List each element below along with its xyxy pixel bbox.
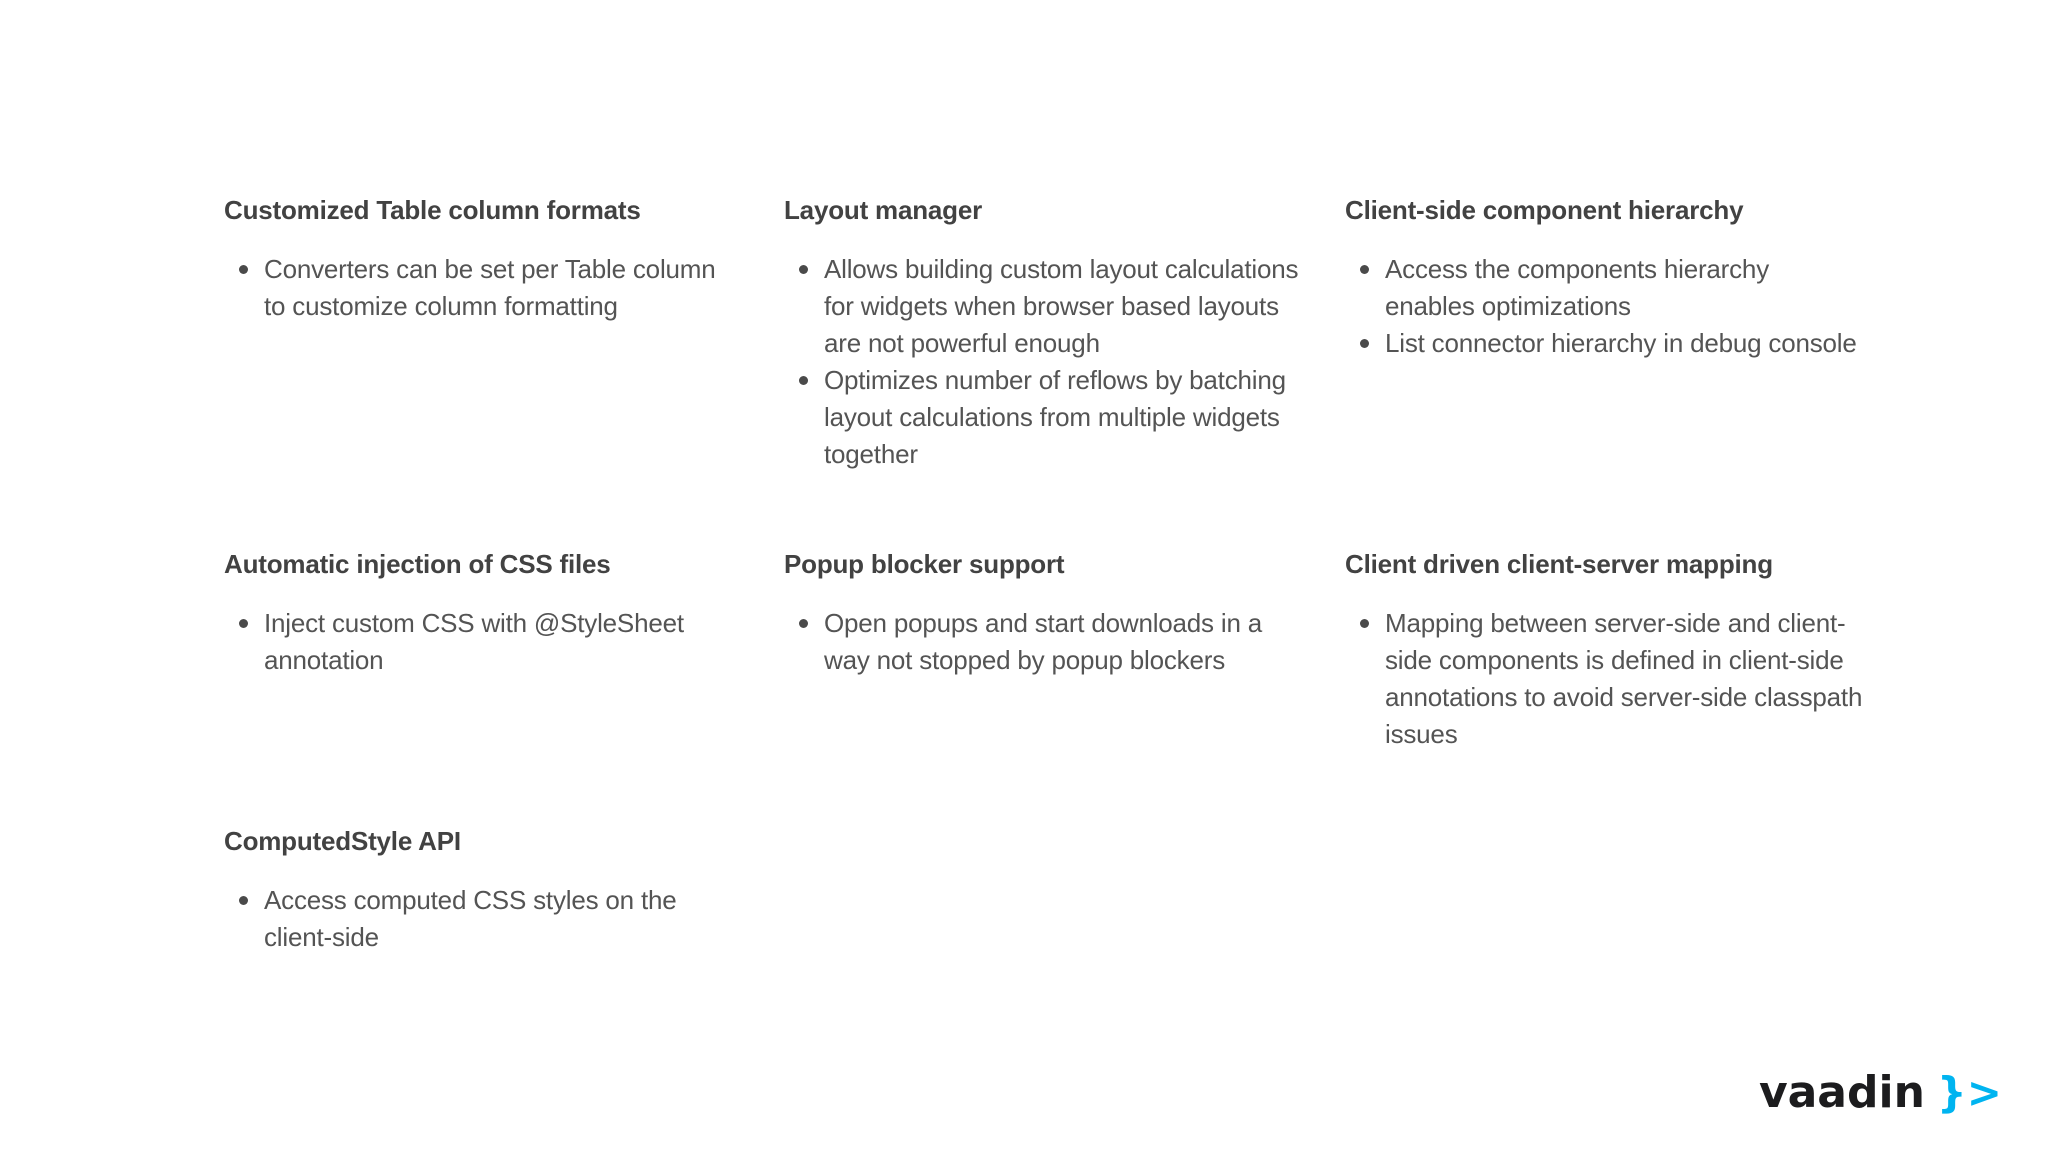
bullet-list: Allows building custom layout calculatio… — [784, 251, 1302, 473]
block-title: Client-side component hierarchy — [1345, 195, 1744, 225]
bullet-item: Optimizes number of reflows by batching … — [799, 362, 1302, 473]
bullet-list: Access the components hierarchy enables … — [1345, 251, 1863, 362]
bullet-item: Mapping between server-side and client-s… — [1360, 605, 1863, 753]
block-title: Layout manager — [784, 195, 983, 225]
block-title: Customized Table column formats — [224, 195, 641, 225]
bullet-item: List connector hierarchy in debug consol… — [1360, 325, 1863, 362]
feature-block: ComputedStyle API Access computed CSS sty… — [224, 823, 784, 956]
bullet-item: Access computed CSS styles on the client… — [239, 882, 742, 956]
bullet-list: Open popups and start downloads in a way… — [784, 605, 1302, 679]
block-title: Client driven client-server mapping — [1345, 549, 1773, 579]
bullet-list: Mapping between server-side and client-s… — [1345, 605, 1863, 753]
bullet-item: Open popups and start downloads in a way… — [799, 605, 1302, 679]
block-title: Popup blocker support — [784, 549, 1065, 579]
bullet-item: Allows building custom layout calculatio… — [799, 251, 1302, 362]
vaadin-wordmark: vaadin — [1758, 1067, 1925, 1118]
vaadin-logo: vaadin }> — [1759, 1067, 2002, 1118]
bullet-list: Inject custom CSS with @StyleSheet annot… — [224, 605, 742, 679]
block-title: Automatic injection of CSS files — [224, 549, 611, 579]
bullet-list: Converters can be set per Table column t… — [224, 251, 742, 325]
bullet-item: Access the components hierarchy enables … — [1360, 251, 1863, 325]
bullet-list: Access computed CSS styles on the client… — [224, 882, 742, 956]
bullet-item: Converters can be set per Table column t… — [239, 251, 742, 325]
block-title: ComputedStyle API — [224, 826, 461, 856]
vaadin-brackets-icon: }> — [1936, 1068, 2002, 1117]
bullet-item: Inject custom CSS with @StyleSheet annot… — [239, 605, 742, 679]
